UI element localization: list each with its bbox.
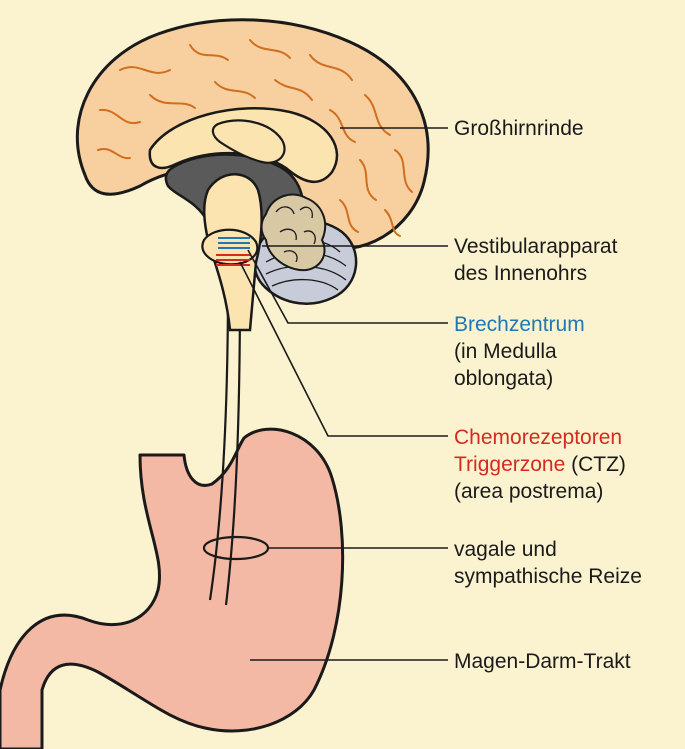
label-text: vagale und xyxy=(454,538,557,561)
label-text: Magen-Darm-Trakt xyxy=(454,650,631,673)
label-vestibularapparat: Vestibularapparat des Innenohrs xyxy=(454,233,617,287)
label-text: oblongata) xyxy=(454,367,554,390)
label-text: des Innenohrs xyxy=(454,262,588,285)
label-brechzentrum: Brechzentrum (in Medulla oblongata) xyxy=(454,311,585,392)
thalamus xyxy=(211,119,286,164)
vagus-nerve-right xyxy=(224,284,242,606)
vestibular-apparatus xyxy=(260,193,327,272)
cortex-gyri xyxy=(97,39,413,237)
label-text: (CTZ) xyxy=(565,453,626,476)
brechzentrum-marker xyxy=(218,237,250,249)
label-grosshirnrinde: Großhirnrinde xyxy=(454,115,584,142)
vagus-nerve-left xyxy=(208,284,230,601)
label-text: Vestibularapparat xyxy=(454,235,618,258)
label-chemorezeptoren: Chemorezeptoren Triggerzone (CTZ) (area … xyxy=(454,424,626,505)
label-vagale-reize: vagale und sympathische Reize xyxy=(454,536,642,590)
label-magen-darm-trakt: Magen-Darm-Trakt xyxy=(454,648,631,675)
label-text: (in Medulla xyxy=(454,340,557,363)
label-text: Großhirnrinde xyxy=(454,117,584,140)
label-text: Brechzentrum xyxy=(454,313,585,336)
leader-lines xyxy=(239,127,448,661)
label-text: (area postrema) xyxy=(454,480,604,503)
stomach-shape xyxy=(0,427,345,749)
label-text: sympathische Reize xyxy=(454,565,642,588)
label-text: Chemorezeptoren xyxy=(454,426,623,449)
label-text: Triggerzone xyxy=(454,453,566,476)
ctz-marker xyxy=(216,254,250,266)
label-line: Triggerzone (CTZ) xyxy=(454,451,626,478)
